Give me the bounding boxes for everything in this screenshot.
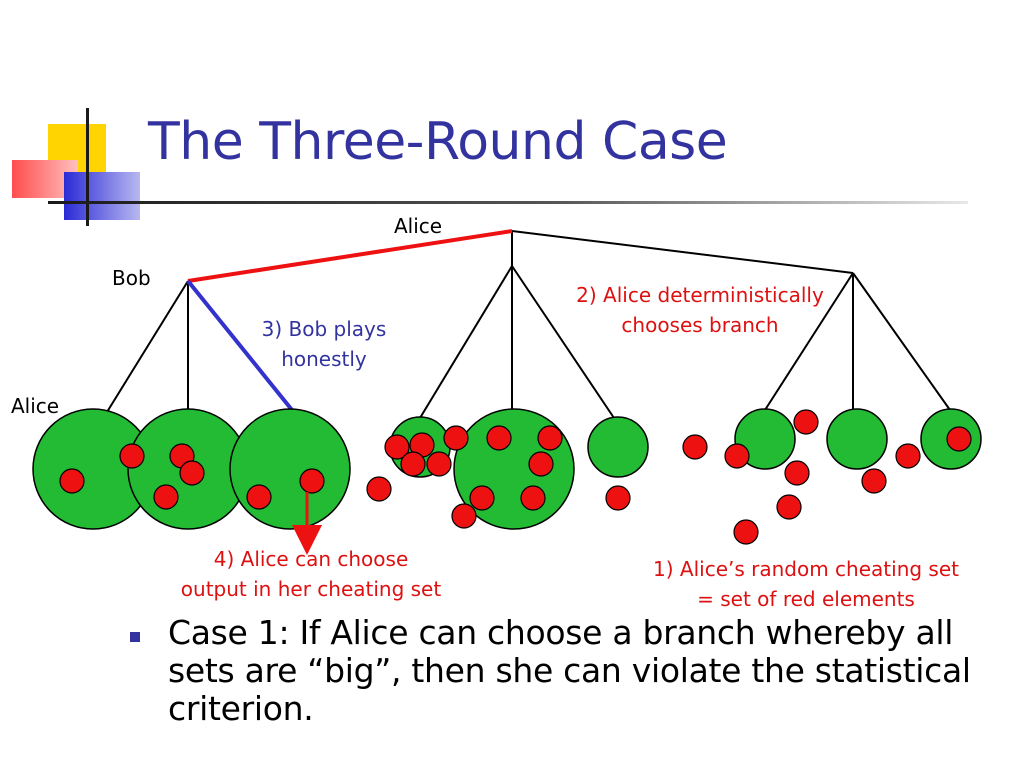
red-element [246,484,272,510]
label-bob: Bob [112,266,151,290]
decor-vertical-line [86,108,89,226]
red-element [776,494,802,520]
red-element [605,485,631,511]
red-element [469,485,495,511]
red-element [733,519,759,545]
red-element [443,425,469,451]
title-underline [48,201,968,204]
bullet-item: Case 1: If Alice can choose a branch whe… [130,614,990,728]
red-element [528,451,554,477]
red-element [153,484,179,510]
red-element [426,451,452,477]
note-alice-branch-line1: 2) Alice deterministically [576,283,824,307]
red-element [486,425,512,451]
note-cheating-set-line1: 1) Alice’s random cheating set [653,557,959,581]
set-circle [229,408,351,530]
edge-right-left [764,272,854,411]
note-alice-branch-line2: chooses branch [621,313,778,337]
slide-title: The Three-Round Case [148,112,728,172]
red-element [724,443,750,469]
red-element [784,460,810,486]
red-element [384,434,410,460]
bullet-text: Case 1: If Alice can choose a branch whe… [168,613,971,728]
set-circle [826,408,888,470]
note-alice-output-line1: 4) Alice can choose [214,547,409,571]
note-alice-output-line2: output in her cheating set [181,577,442,601]
red-element [682,434,708,460]
red-element [119,443,145,469]
red-element [520,485,546,511]
edge-root-right [511,230,854,274]
edge-bob-honest [186,279,294,412]
edge-right-right [852,272,951,411]
note-bob-honest-line1: 3) Bob plays [262,317,387,341]
red-element [861,468,887,494]
decor-blue-square [64,172,140,220]
red-element [895,443,921,469]
note-bob-honest-line2: honestly [281,347,367,371]
red-element [451,503,477,529]
red-element [59,468,85,494]
set-circle [587,416,649,478]
edge-bob-left [106,280,189,413]
red-element [179,460,205,486]
red-element [299,468,325,494]
red-element [537,425,563,451]
red-element [793,409,819,435]
edge-mid-left [419,265,513,419]
tree-edges [106,230,951,419]
bullet-marker [130,632,140,642]
edge-mid-right [511,265,615,419]
label-alice-leaf: Alice [11,394,59,418]
red-elements [59,409,972,545]
label-alice-root: Alice [394,214,442,238]
note-cheating-set-line2: = set of red elements [697,587,915,611]
red-element [366,476,392,502]
green-sets [32,408,982,530]
red-element [946,426,972,452]
edge-alice-chosen [187,229,513,283]
set-circle [734,408,796,470]
red-element [400,451,426,477]
